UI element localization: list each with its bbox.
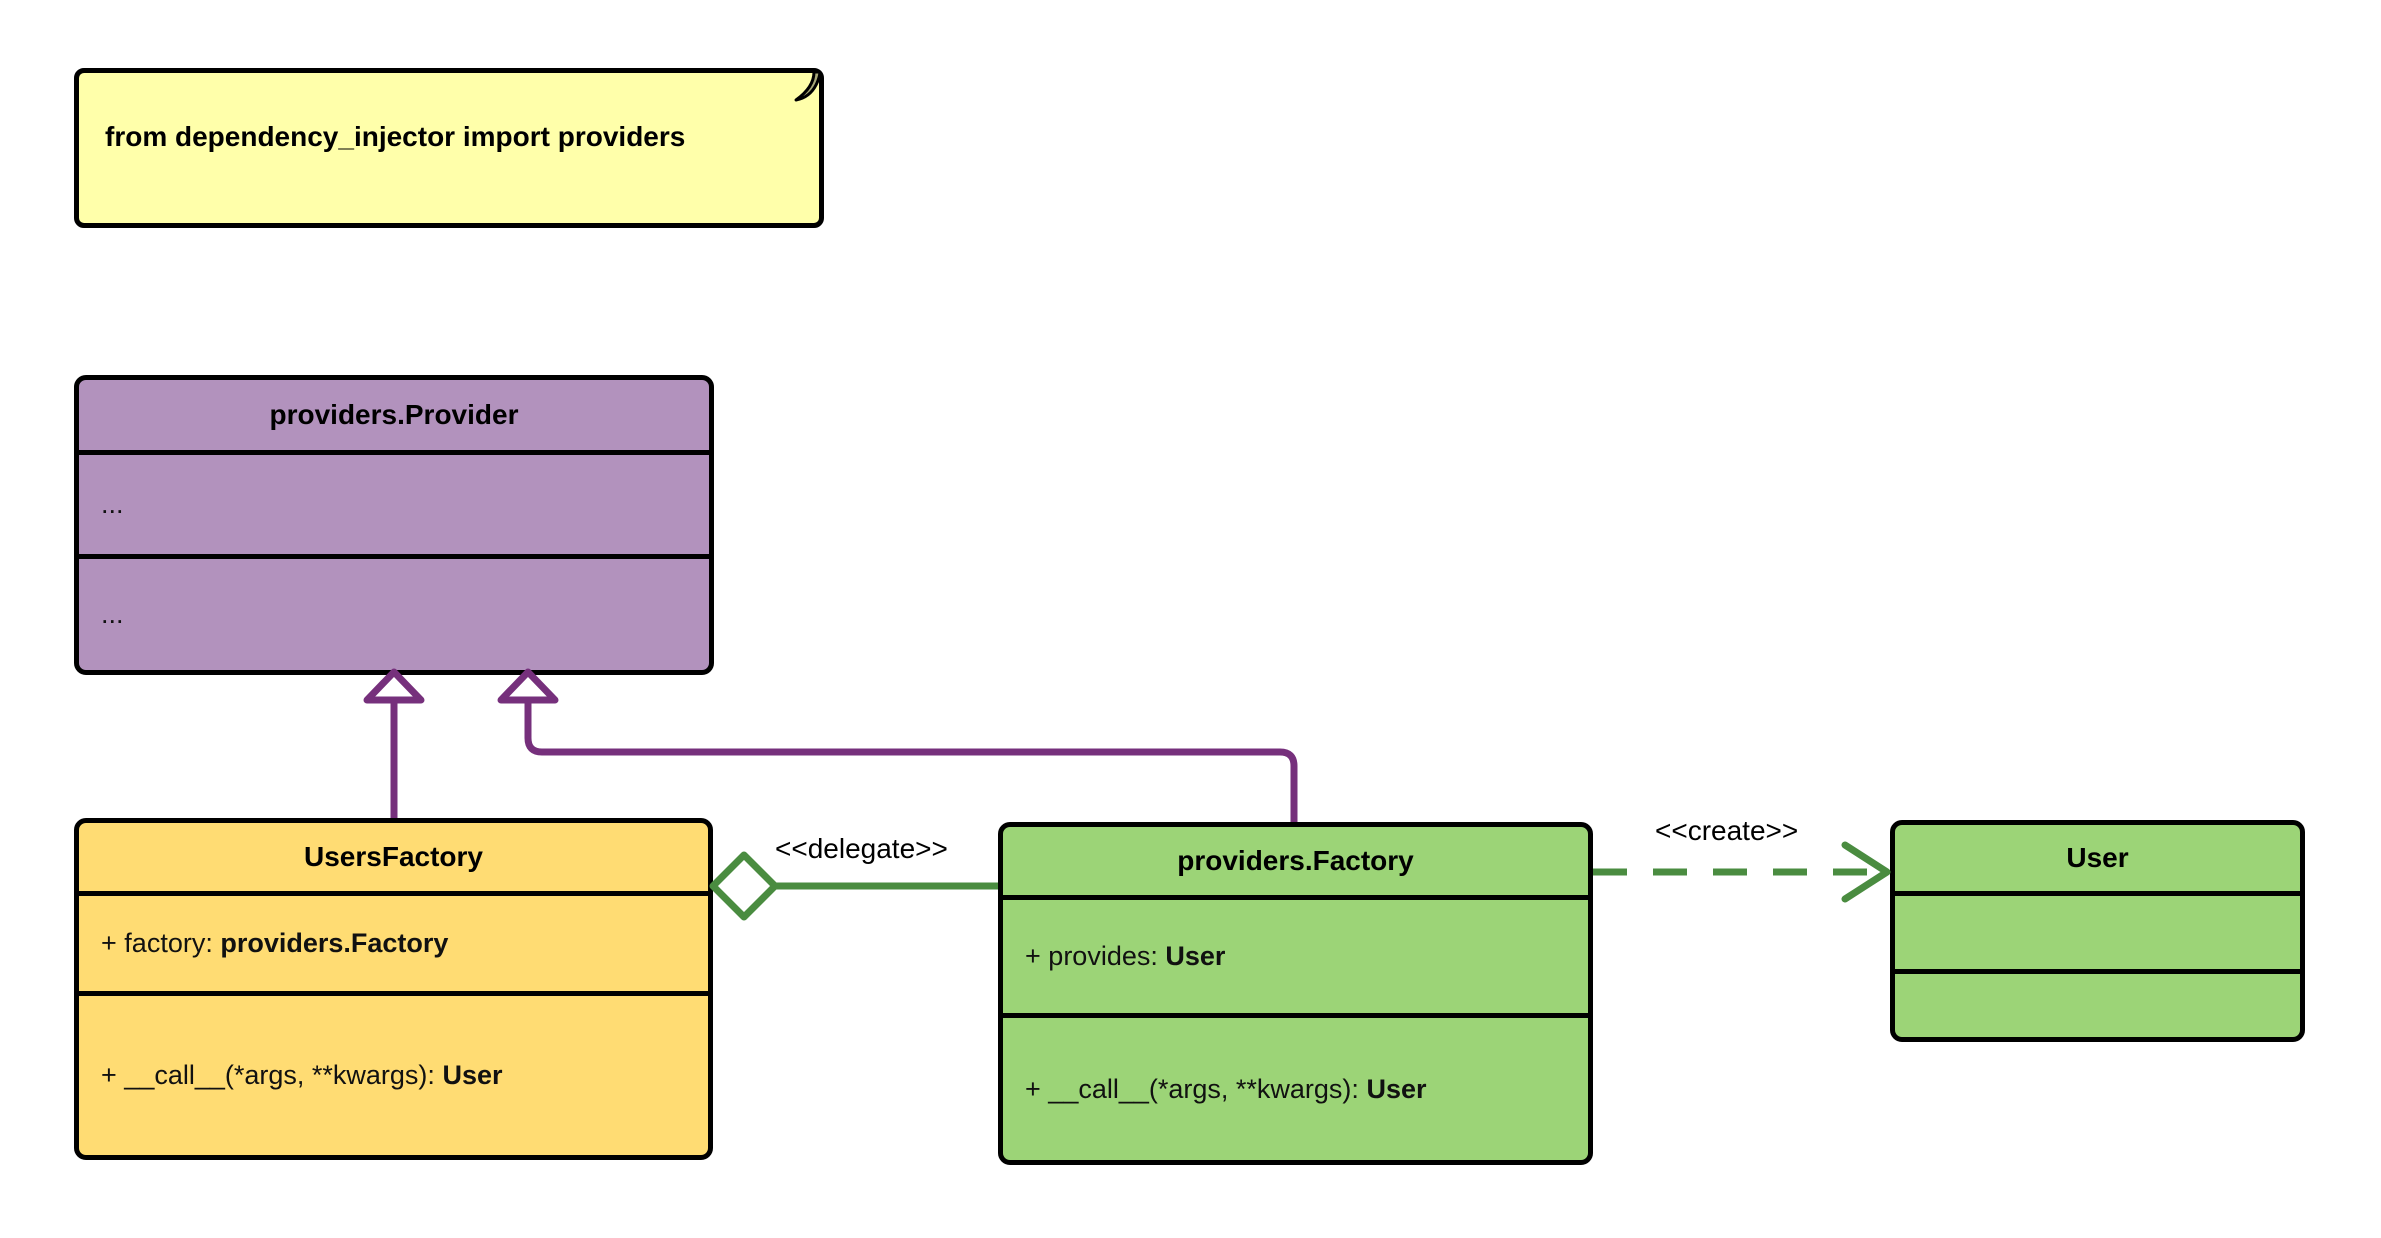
class-title-providers-factory: providers.Factory [1177,845,1414,876]
class-methods-users-factory: + __call__(*args, **kwargs): User [79,991,708,1155]
dependency-create [1593,841,1891,903]
note-import[interactable]: from dependency_injector import provider… [74,68,824,228]
attribute-visibility: + [1025,941,1041,971]
class-title-providers-provider: providers.Provider [269,399,519,430]
class-attributes-user [1895,891,2300,969]
class-methods-user [1895,969,2300,1037]
attribute-type: User [1165,941,1226,971]
generalization-providers-factory [497,668,1298,822]
class-title-user: User [2066,842,2129,873]
class-box-user[interactable]: User [1890,820,2305,1042]
class-attributes-users-factory: + factory: providers.Factory [79,891,708,991]
attribute-label: factory: [124,928,213,958]
class-title-users-factory: UsersFactory [304,841,483,872]
note-fold-icon [794,70,822,102]
method-label: __call__(*args, **kwargs): [1048,1073,1359,1104]
class-box-users-factory[interactable]: UsersFactory + factory: providers.Factor… [74,818,713,1160]
class-attributes-providers-factory: + provides: User [1003,895,1588,1013]
class-box-providers-factory[interactable]: providers.Factory + provides: User + __c… [998,822,1593,1165]
method-label: __call__(*args, **kwargs): [124,1060,435,1090]
class-methods-providers-factory: + __call__(*args, **kwargs): User [1003,1013,1588,1160]
method-visibility: + [1025,1073,1041,1104]
method-type: User [442,1060,503,1090]
class-attributes-providers-provider: ... [79,450,709,554]
note-text: from dependency_injector import provider… [105,121,686,152]
attribute-label: provides: [1048,941,1158,971]
generalization-users-factory [363,668,425,818]
relationship-label-delegate: <<delegate>> [775,833,948,864]
attribute-type: providers.Factory [220,928,449,958]
method-visibility: + [101,1060,117,1090]
class-box-providers-provider[interactable]: providers.Provider ... ... [74,375,714,675]
method-type: User [1366,1073,1427,1104]
attribute-visibility: + [101,928,117,958]
relationship-label-create: <<create>> [1655,815,1799,846]
class-methods-providers-provider: ... [79,554,709,670]
